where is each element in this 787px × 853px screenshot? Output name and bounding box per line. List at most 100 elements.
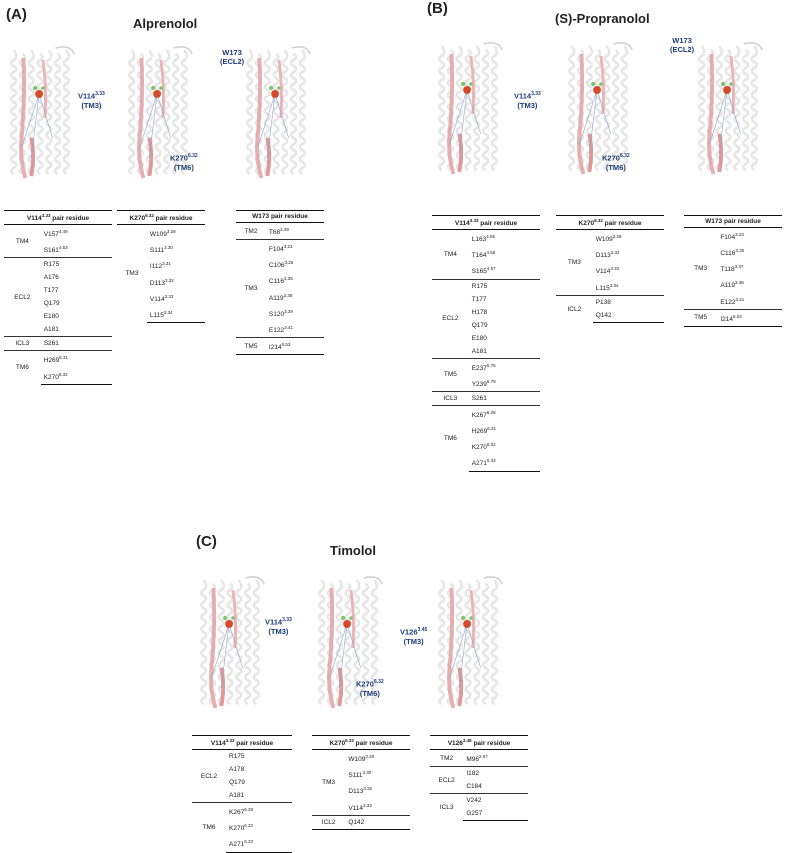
residue-cell: W1093.28 — [593, 230, 664, 247]
residue-sup: 6.32 — [244, 823, 253, 829]
residue-sup: 3.25 — [284, 260, 294, 266]
table-header: K2706.32 pair residue — [556, 214, 664, 231]
region-cell: TM3 — [236, 239, 266, 338]
residue-sup: 3.28 — [612, 234, 622, 240]
residue-name: S261 — [471, 394, 487, 402]
residue-cell: V1143.33 — [147, 290, 205, 306]
residue-sup: 6.29 — [244, 807, 253, 813]
table-row: D1133.32 — [117, 274, 205, 290]
header-suffix: pair residue — [478, 220, 518, 228]
header-suffix: pair residue — [602, 220, 642, 228]
residue-name: V157 — [43, 231, 59, 239]
region-cell: TM6 — [192, 802, 226, 853]
residue-sup: 3.41 — [284, 324, 293, 330]
residue-name: R175 — [471, 282, 488, 290]
callout-a-v114: V1143.33(TM3) — [78, 90, 105, 110]
table-row: V1143.33 — [312, 799, 410, 816]
residue-sup: 3.32 — [610, 250, 620, 256]
residue-name: A271 — [471, 460, 487, 468]
structure-c2 — [310, 568, 388, 718]
residue-name: A119 — [720, 282, 736, 290]
residue-name: S165 — [471, 268, 487, 276]
table-row: T177 — [432, 293, 540, 306]
region-cell: TM3 — [694, 264, 708, 272]
residue-cell: K2706.32 — [40, 367, 112, 385]
header-suffix: pair residue — [234, 740, 274, 748]
residue-sup: 3.37 — [734, 264, 744, 270]
residue-name: T118 — [720, 266, 735, 274]
residue-sup: 3.32 — [363, 786, 373, 792]
residue-cell: C184 — [463, 780, 528, 794]
residue-cell: V242 — [463, 793, 528, 808]
table-row: A2716.33 — [432, 454, 540, 472]
residue-name: Y239 — [471, 380, 487, 388]
callout-residue: W173 — [222, 48, 242, 57]
table-header: V1143.33 pair residue — [432, 214, 540, 231]
protein-structure-graphic — [10, 46, 75, 179]
table-row: S1113.30 — [312, 766, 410, 782]
header-sup: 6.32 — [594, 218, 603, 223]
residue-cell: E180 — [41, 310, 112, 323]
residue-cell: E1223.41 — [266, 321, 324, 338]
callout-sup: 3.45 — [417, 627, 428, 633]
table-row: A1193.38 — [236, 289, 324, 305]
residue-sup: 6.31 — [487, 426, 497, 432]
residue-cell: S1203.39 — [266, 305, 324, 321]
table-row: A181 — [4, 323, 112, 337]
protein-structure-graphic — [698, 42, 763, 175]
region-cell: ICL3 — [4, 336, 41, 351]
table-row: C1063.25 — [236, 256, 324, 272]
residue-name: E122 — [268, 327, 285, 335]
callout-residue: V114 — [78, 91, 96, 101]
table-row: V1143.33 — [117, 290, 205, 306]
residue-name: A181 — [471, 347, 487, 355]
table-row: S1614.53 — [4, 241, 112, 258]
callout-a-w173: W173(ECL2) — [220, 48, 244, 66]
table-row: K2706.32 — [432, 438, 540, 454]
residue-cell: K2706.32 — [226, 819, 292, 835]
residue-cell: A178 — [226, 763, 292, 776]
table-row: Q179 — [4, 297, 112, 310]
residue-name: C106 — [268, 262, 285, 270]
residue-name: E122 — [720, 298, 736, 306]
header-suffix: pair residue — [353, 740, 393, 748]
residue-name: K270 — [229, 825, 245, 833]
table-row: L1153.34 — [556, 279, 664, 296]
region-cell: TM2 — [244, 227, 258, 235]
residue-sup: 3.23 — [283, 244, 293, 250]
region-cell: TM5 — [236, 337, 266, 356]
residue-name: S120 — [268, 310, 285, 318]
table-header: W173 pair residue — [684, 215, 782, 228]
residue-sup: 2.67 — [478, 754, 488, 760]
residue-name: R175 — [229, 753, 245, 761]
residue-name: A271 — [229, 841, 245, 849]
residue-name: I112 — [149, 263, 163, 271]
table-row: E1223.41 — [684, 293, 782, 310]
residue-name: Q179 — [43, 300, 60, 308]
residue-name: L115 — [595, 284, 610, 292]
table-header: K2706.32 pair residue — [312, 734, 410, 751]
residue-name: C116 — [720, 250, 736, 258]
residue-name: K267 — [471, 412, 487, 420]
region-cell: TM6 — [4, 350, 41, 385]
residue-name: W109 — [348, 756, 366, 764]
residue-cell: Q179 — [41, 297, 112, 310]
table-row: T1183.37 — [684, 260, 782, 276]
callout-residue: V114 — [265, 617, 283, 627]
residue-name: S261 — [43, 340, 59, 348]
residue-cell: S1654.57 — [469, 262, 540, 279]
structure-a2 — [120, 38, 198, 188]
residue-cell: A181 — [226, 789, 292, 803]
table-row: C184 — [430, 780, 528, 794]
residue-cell: Q142 — [592, 308, 664, 323]
callout-a-k270: K2706.32(TM6) — [170, 152, 198, 172]
residue-sup: 5.78 — [486, 378, 496, 384]
